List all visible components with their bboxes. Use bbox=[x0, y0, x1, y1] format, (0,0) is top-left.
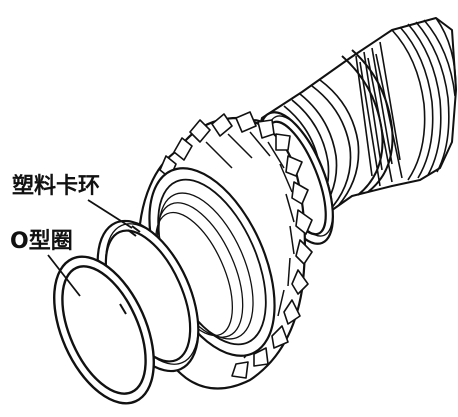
label-o-ring-text: O型圈 bbox=[10, 229, 73, 254]
leader-o-ring bbox=[47, 254, 81, 297]
leader-snap-ring bbox=[87, 199, 133, 229]
union-nut-knurl bbox=[159, 111, 313, 379]
external-thread bbox=[391, 17, 457, 181]
fitting-ribs bbox=[355, 41, 403, 187]
o-ring bbox=[53, 255, 155, 405]
snap-ring-gap bbox=[127, 225, 141, 237]
label-o-ring: O型圈 bbox=[10, 229, 81, 297]
o-ring-split bbox=[119, 303, 127, 315]
label-snap-ring-text: 塑料卡环 bbox=[12, 174, 100, 199]
label-snap-ring: 塑料卡环 bbox=[12, 174, 133, 229]
